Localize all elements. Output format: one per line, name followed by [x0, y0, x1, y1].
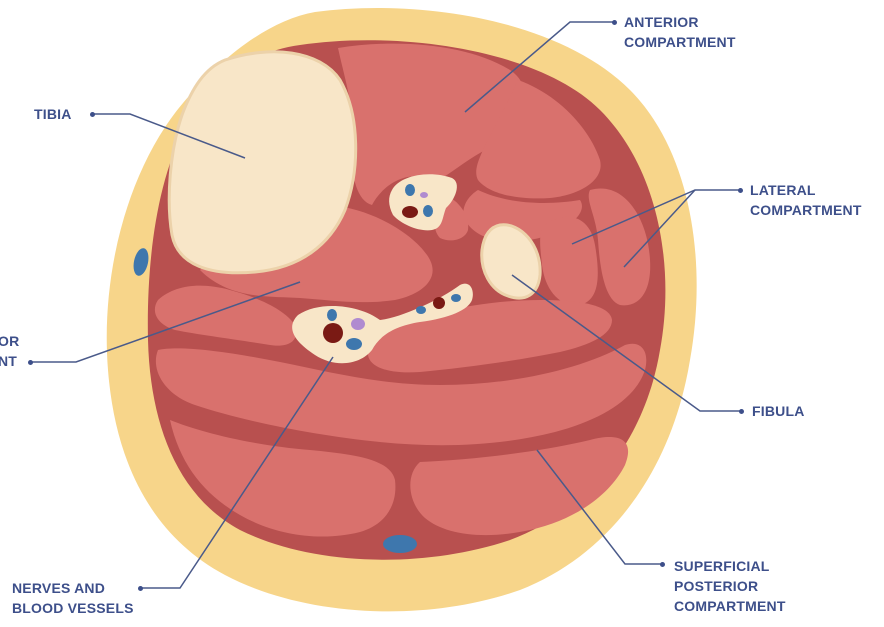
posterior-vein-2	[346, 338, 362, 350]
fibula-label-text: FIBULA	[752, 401, 805, 421]
anterior-artery	[402, 206, 418, 218]
fibula-label: FIBULA	[752, 401, 805, 421]
nerves-blood-vessels-label: NERVES AND BLOOD VESSELS	[12, 578, 134, 618]
peroneal-vein-2	[451, 294, 461, 302]
tibia-label: TIBIA	[34, 104, 72, 124]
anterior-label-line1: ANTERIOR	[624, 12, 736, 32]
anterior-vein	[405, 184, 415, 196]
anterior-label-line2: COMPARTMENT	[624, 32, 736, 52]
deep-posterior-label-line1: OR	[0, 331, 19, 351]
nerves-label-dot	[138, 586, 143, 591]
posterior-artery-1	[323, 323, 343, 343]
anterior-label-dot	[612, 20, 617, 25]
peroneal-vein-1	[416, 306, 426, 314]
tibia-label-dot	[90, 112, 95, 117]
peroneal-artery	[433, 297, 445, 309]
superficial-label-line2: POSTERIOR	[674, 576, 786, 596]
superficial-label-dot	[660, 562, 665, 567]
posterior-vein-1	[327, 309, 337, 321]
posterior-nerve	[351, 318, 365, 330]
superficial-label-line1: SUPERFICIAL	[674, 556, 786, 576]
nerves-label-line1: NERVES AND	[12, 578, 134, 598]
nerves-label-line2: BLOOD VESSELS	[12, 598, 134, 618]
deep-posterior-compartment-label: OR NT	[0, 331, 19, 371]
small-saphenous-vein	[383, 535, 417, 553]
anterior-compartment-label: ANTERIOR COMPARTMENT	[624, 12, 736, 52]
tibia-label-text: TIBIA	[34, 104, 72, 124]
deep-posterior-label-dot	[28, 360, 33, 365]
superficial-posterior-compartment-label: SUPERFICIAL POSTERIOR COMPARTMENT	[674, 556, 786, 616]
anterior-vein-2	[423, 205, 433, 217]
tibia-bone	[169, 52, 355, 273]
lateral-label-line2: COMPARTMENT	[750, 200, 862, 220]
superficial-label-line3: COMPARTMENT	[674, 596, 786, 616]
anterior-nerve	[420, 192, 428, 198]
lateral-label-dot	[738, 188, 743, 193]
fibula-label-dot	[739, 409, 744, 414]
deep-posterior-label-line2: NT	[0, 351, 19, 371]
lateral-compartment-label: LATERAL COMPARTMENT	[750, 180, 862, 220]
lateral-label-line1: LATERAL	[750, 180, 862, 200]
